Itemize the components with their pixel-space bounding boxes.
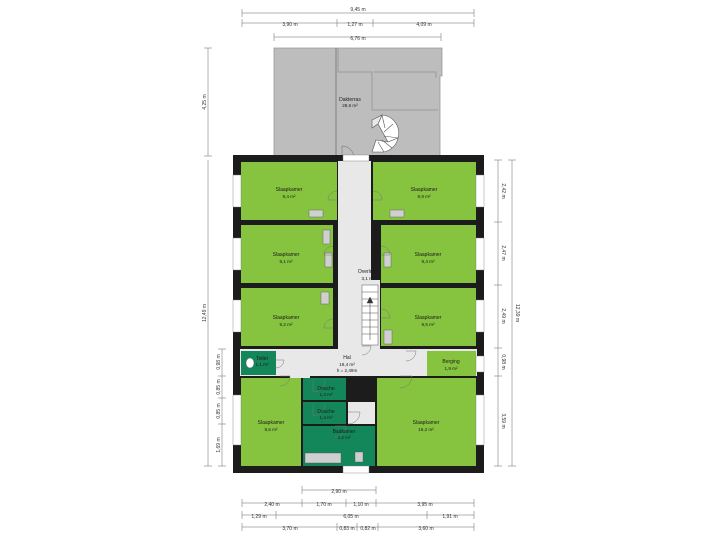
dimension-labels: 9,45 m 3,90 m 1,27 m 4,09 m 6,76 m 2,90 … xyxy=(202,7,520,532)
berging xyxy=(427,351,476,376)
dimension-lines xyxy=(204,9,516,531)
hall-name: Hal xyxy=(343,355,351,361)
dim-right-3: 2,47 m xyxy=(500,245,506,260)
dim-bottom-11: 0,82 m xyxy=(360,526,375,532)
dim-right-1: 12,39 m xyxy=(514,304,520,322)
bedroom-7-name: Slaapkamer xyxy=(258,420,285,426)
fixtures xyxy=(245,209,405,466)
bedroom-6-area: 9,5 m² xyxy=(421,322,434,327)
dim-bottom-9: 3,70 m xyxy=(282,526,297,532)
toilet-area: 1,1 m² xyxy=(255,362,268,367)
bedroom-1-name: Slaapkamer xyxy=(276,187,303,193)
bedroom-3 xyxy=(241,225,333,283)
dim-top-mid: 1,27 m xyxy=(347,22,362,28)
bedroom-8-area: 16,2 m² xyxy=(418,427,434,432)
bedroom-7-area: 9,6 m² xyxy=(264,427,277,432)
dim-right-2: 2,42 m xyxy=(500,183,506,198)
dim-bottom-8: 1,91 m xyxy=(442,514,457,520)
shower-1-name: Douche xyxy=(317,386,334,392)
terrace: Dakterras 28,6 m² xyxy=(273,47,443,160)
bedroom-5-name: Slaapkamer xyxy=(273,315,300,321)
bedroom-4 xyxy=(381,225,476,283)
landing-area: 3,1 m² xyxy=(361,276,374,281)
dim-right-6: 3,59 m xyxy=(500,413,506,428)
bathroom-nook xyxy=(348,402,375,424)
dim-right-4: 2,49 m xyxy=(500,308,506,323)
dim-bottom-7: 6,05 m xyxy=(343,514,358,520)
hall-height: h = 2,49m xyxy=(337,368,358,373)
dim-bottom-4: 1,10 m xyxy=(353,502,368,508)
landing-name: Overloop xyxy=(358,269,379,275)
dim-left-6: 1,69 m xyxy=(216,437,222,452)
shower-1-area: 1,4 m² xyxy=(319,392,332,397)
dim-left-1: 4,25 m xyxy=(202,94,208,109)
bedroom-7 xyxy=(241,378,301,466)
dim-top-right: 4,09 m xyxy=(416,22,431,28)
bedroom-5-area: 9,2 m² xyxy=(279,322,292,327)
bedroom-4-area: 9,4 m² xyxy=(421,259,434,264)
windows xyxy=(232,154,485,474)
terrace-railing-2 xyxy=(337,48,438,111)
door-swings xyxy=(275,190,417,438)
shower-1 xyxy=(303,378,346,400)
terrace-railing-3 xyxy=(374,71,437,78)
dim-bottom-1: 2,90 m xyxy=(331,489,346,495)
bedroom-6-name: Slaapkamer xyxy=(415,315,442,321)
dim-left-5: 0,85 m xyxy=(216,403,222,418)
room-labels: Slaapkamer 9,4 m² Slaapkamer 8,9 m² Slaa… xyxy=(255,187,459,440)
bedroom-8 xyxy=(377,378,476,466)
bedroom-1-area: 9,4 m² xyxy=(282,194,295,199)
bedroom-8-name: Slaapkamer xyxy=(413,420,440,426)
building: Slaapkamer 9,4 m² Slaapkamer 8,9 m² Slaa… xyxy=(232,154,485,474)
bedroom-3-area: 9,1 m² xyxy=(279,259,292,264)
dim-right-5: 0,98 m xyxy=(500,354,506,369)
storage-name: Berging xyxy=(442,359,459,365)
dim-bottom-12: 3,60 m xyxy=(418,526,433,532)
shower-2 xyxy=(303,402,346,424)
toilet-name: Toilet xyxy=(256,356,268,362)
dim-bottom-10: 0,83 m xyxy=(339,526,354,532)
dim-bottom-3: 1,70 m xyxy=(316,502,331,508)
hall-area-label: 19,4 m² xyxy=(339,362,355,367)
shower-2-name: Douche xyxy=(317,409,334,415)
bedroom-2-area: 8,9 m² xyxy=(417,194,430,199)
bedroom-3-name: Slaapkamer xyxy=(273,252,300,258)
dim-top-total: 9,45 m xyxy=(350,7,365,13)
dim-bottom-2: 2,40 m xyxy=(264,502,279,508)
bathroom-name: Badkamer xyxy=(333,429,356,435)
dim-bottom-5: 3,95 m xyxy=(417,502,432,508)
dim-top-terrace: 6,76 m xyxy=(350,36,365,42)
bedroom-2-name: Slaapkamer xyxy=(411,187,438,193)
shower-2-area: 1,4 m² xyxy=(319,415,332,420)
dim-left-2: 12,49 m xyxy=(202,304,208,322)
terrace-area: 28,6 m² xyxy=(342,103,358,108)
dim-left-4: 0,85 m xyxy=(216,379,222,394)
staircase xyxy=(361,284,379,346)
storage-area: 1,9 m² xyxy=(444,366,457,371)
bathroom-area: 4,2 m² xyxy=(337,435,350,440)
bedroom-4-name: Slaapkamer xyxy=(415,252,442,258)
bedroom-6 xyxy=(381,288,476,346)
terrace-name: Dakterras xyxy=(339,97,361,103)
dim-left-3: 0,98 m xyxy=(216,354,222,369)
spiral-stair xyxy=(371,114,399,153)
dim-top-left: 3,90 m xyxy=(282,22,297,28)
bedroom-5 xyxy=(241,288,333,346)
dim-bottom-6: 1,29 m xyxy=(251,514,266,520)
